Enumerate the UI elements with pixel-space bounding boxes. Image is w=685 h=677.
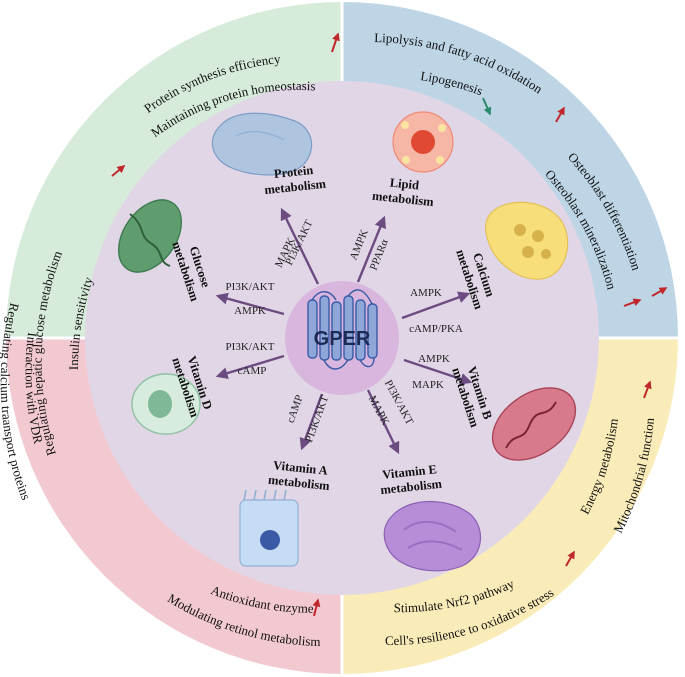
- arrow-to-glucose: [215, 292, 285, 316]
- arrow-to-vitamin-a: [299, 393, 324, 451]
- up-arrow-icon: [565, 550, 575, 567]
- mitochondria-illustration-icon: [491, 387, 577, 461]
- protein-label-2: metabolism: [264, 177, 328, 197]
- protein-illustration-icon: [211, 112, 313, 176]
- arrow-to-lipid: [356, 215, 386, 283]
- vitamin-b-path-1: AMPK: [418, 353, 450, 365]
- vitamin-a-label-1: Vitamin A: [272, 458, 328, 478]
- vitamin-e-label-1: Vitamin E: [382, 462, 438, 482]
- protein-label-1: Protein: [273, 163, 314, 181]
- lipid-label-2: metabolism: [371, 189, 435, 209]
- glucose-illustration-icon: [117, 199, 183, 273]
- down-arrow-icon: [482, 97, 492, 116]
- arrow-to-vitamin-e: [366, 389, 400, 455]
- vitamin-e-label-2: metabolism: [380, 477, 444, 497]
- up-arrow-icon: [312, 598, 321, 617]
- gper-receptor-icon: [307, 289, 378, 370]
- vitamin-d-path-1: PI3K/AKT: [226, 341, 275, 353]
- vitamin-b-path-2: MAPK: [412, 379, 444, 391]
- glucose-path-2: AMPK: [234, 305, 266, 317]
- vitamin-e-illustration-icon: [383, 500, 482, 572]
- vitamin-a-illustration-icon: [239, 489, 299, 567]
- lipid-illustration-icon: [392, 111, 454, 173]
- up-arrow-icon: [623, 298, 642, 307]
- lipid-label-1: Lipid: [389, 176, 420, 193]
- arrow-to-protein: [280, 207, 320, 285]
- arrow-to-calcium: [401, 291, 471, 320]
- up-arrow-icon: [331, 32, 340, 53]
- up-arrow-icon: [651, 287, 668, 297]
- calcium-path-2: cAMP/PKA: [409, 323, 463, 335]
- pathway-arrows: [215, 207, 473, 455]
- arrow-to-vitamin-d: [215, 354, 285, 379]
- center-label: GPER: [314, 328, 371, 350]
- glucose-path-1: PI3K/AKT: [226, 281, 275, 293]
- vitamin-d-illustration-icon: [131, 373, 201, 435]
- up-arrow-icon: [111, 164, 126, 177]
- vitamin-d-path-2: cAMP: [238, 365, 267, 377]
- arrow-to-vitamin-b: [403, 358, 473, 385]
- up-arrow-icon: [555, 106, 565, 123]
- up-arrow-icon: [643, 380, 652, 399]
- calcium-path-1: AMPK: [410, 287, 442, 299]
- calcium-illustration-icon: [485, 201, 569, 280]
- vitamin-a-label-2: metabolism: [267, 473, 331, 493]
